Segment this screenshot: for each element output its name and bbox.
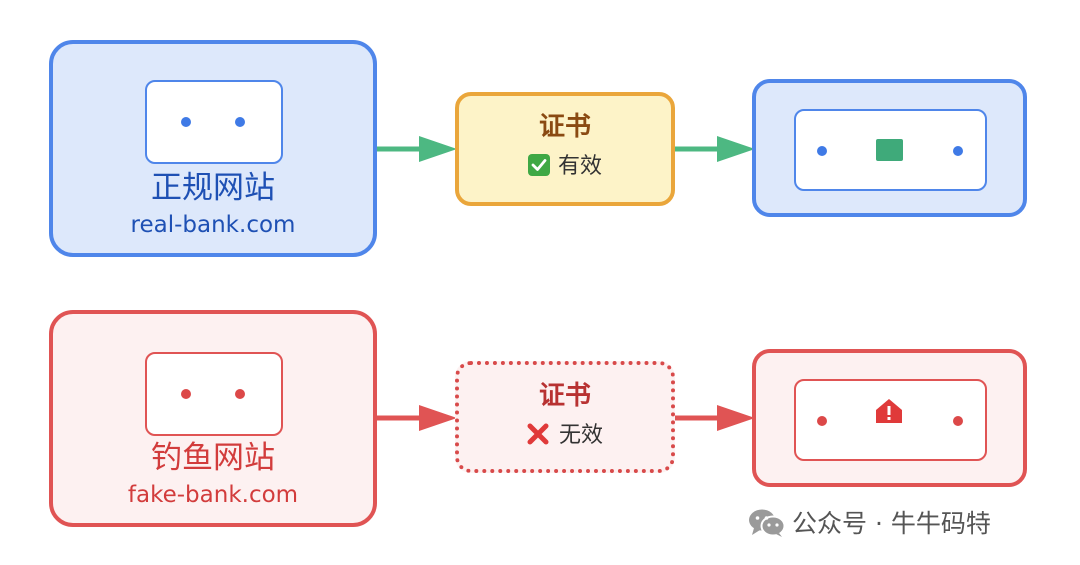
screen-dot: [953, 416, 963, 426]
watermark: 公众号 · 牛牛码特: [748, 508, 991, 539]
phish-site-screen: [145, 352, 283, 436]
screen-dot: [235, 389, 245, 399]
phish-site-title: 钓鱼网站: [151, 440, 275, 476]
browser-address-bar: [794, 109, 987, 191]
screen-dot: [817, 416, 827, 426]
screen-dot: [817, 146, 827, 156]
browser-address-bar: [794, 379, 987, 461]
certificate-valid-box: 证书 有效: [455, 92, 675, 206]
phish-browser-box: [752, 349, 1027, 487]
cross-icon: [527, 423, 549, 445]
certificate-invalid-box: 证书 无效: [455, 361, 675, 473]
flow-arrow: [675, 136, 755, 162]
phish-site-domain: fake-bank.com: [127, 482, 299, 508]
warning-icon: [876, 399, 902, 423]
certificate-status: 无效: [459, 421, 671, 451]
legit-site-domain: real-bank.com: [130, 212, 296, 238]
phish-site-box: 钓鱼网站 fake-bank.com: [49, 310, 377, 527]
legit-browser-box: [752, 79, 1027, 217]
certificate-status-text: 无效: [558, 423, 603, 448]
screen-dot: [181, 389, 191, 399]
certificate-status-text: 有效: [557, 154, 602, 179]
screen-dot: [235, 117, 245, 127]
check-icon: [527, 154, 550, 176]
legit-site-box: 正规网站 real-bank.com: [49, 40, 377, 257]
wechat-icon: [749, 509, 786, 537]
flow-arrow: [377, 136, 457, 162]
certificate-title: 证书: [538, 112, 591, 142]
screen-dot: [953, 146, 963, 156]
certificate-title: 证书: [538, 381, 591, 411]
screen-dot: [181, 117, 191, 127]
certificate-status: 有效: [459, 152, 671, 182]
secure-lock-icon: [876, 139, 903, 161]
legit-site-screen: [145, 80, 283, 164]
flow-arrow: [377, 405, 457, 431]
legit-site-title: 正规网站: [151, 170, 275, 206]
watermark-text: 公众号 · 牛牛码特: [792, 509, 991, 538]
flow-arrow: [675, 405, 755, 431]
